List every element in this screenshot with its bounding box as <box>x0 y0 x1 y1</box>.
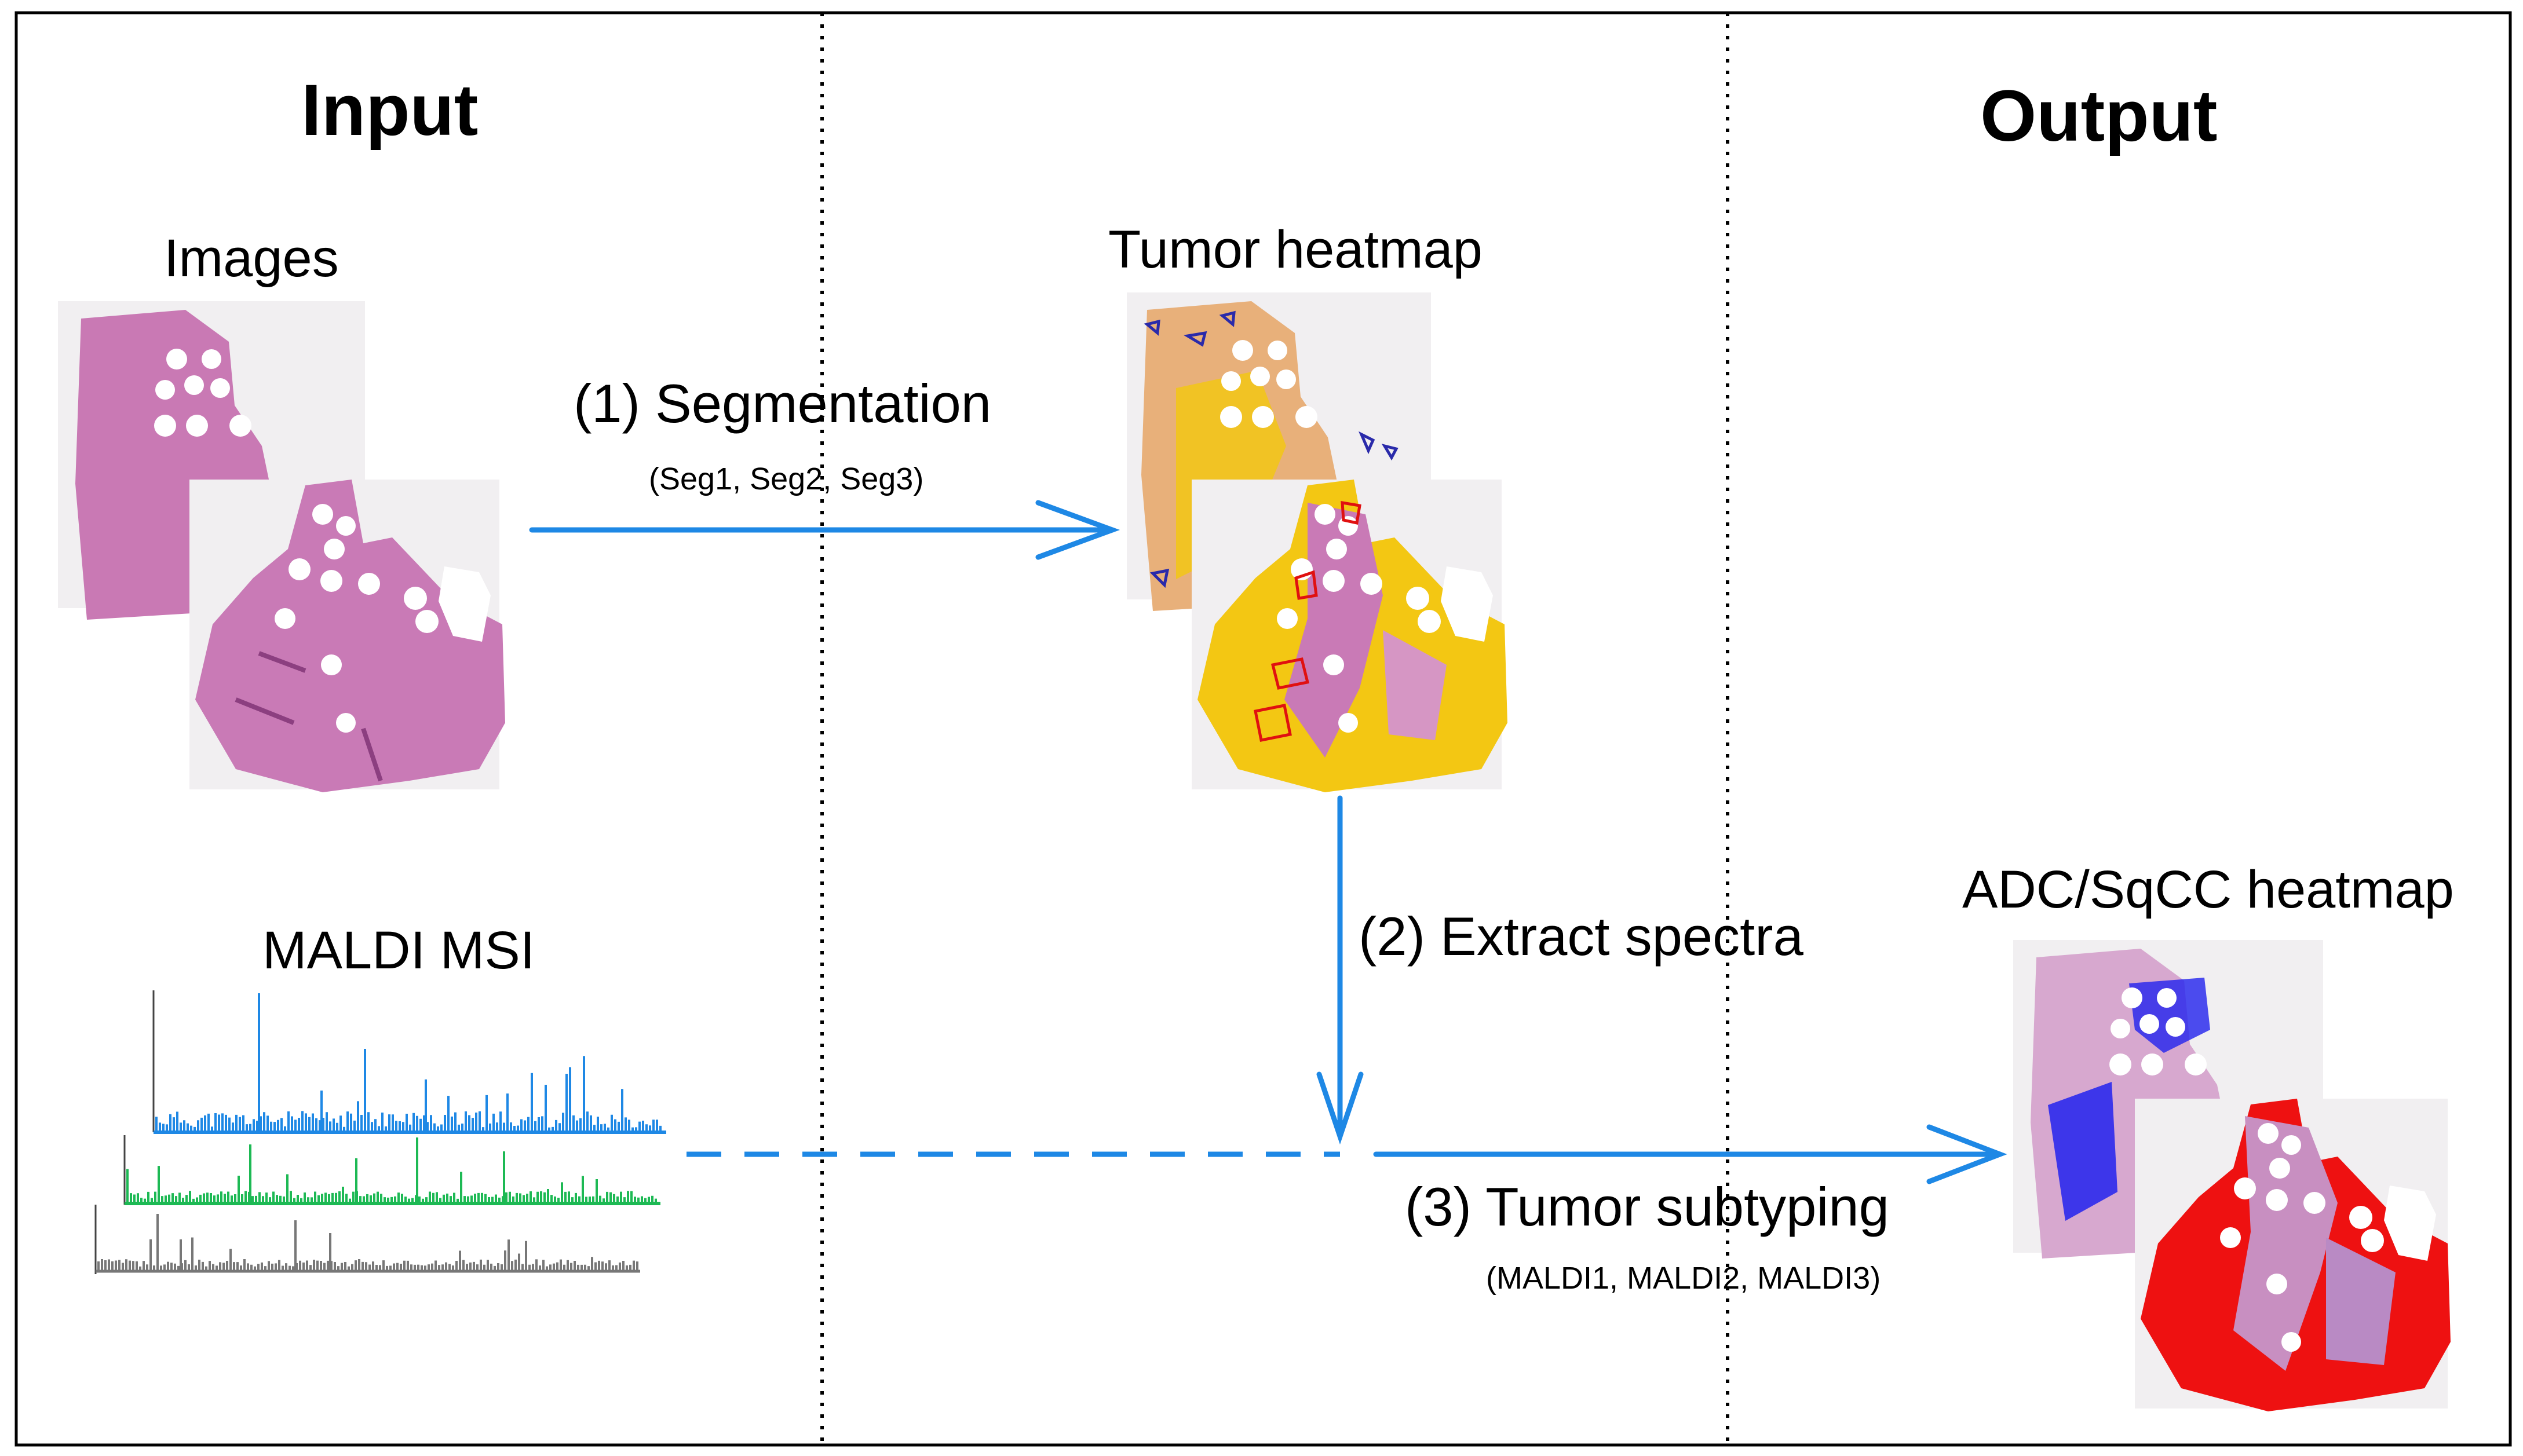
segmentation-step-title: (1) Segmentation <box>574 373 992 434</box>
adc-heatmap-front <box>2135 1099 2451 1411</box>
spectrum-green <box>123 1135 660 1205</box>
segmentation-step-detail: (Seg1, Seg2, Seg3) <box>649 462 924 496</box>
input-slide-front <box>189 480 505 792</box>
maldi-spectra <box>94 990 666 1274</box>
segmentation-arrow <box>529 500 1120 560</box>
extract-arrow <box>1316 795 1364 1145</box>
output-heading: Output <box>1980 76 2218 156</box>
input-heading: Input <box>301 70 479 151</box>
spectrum-gray <box>94 1205 640 1274</box>
maldi-msi-label: MALDI MSI <box>262 921 535 980</box>
subtyping-step-title: (3) Tumor subtyping <box>1405 1176 1889 1237</box>
tumor-heatmap-front <box>1192 480 1507 792</box>
tumor-heatmap-label: Tumor heatmap <box>1108 220 1483 279</box>
spectrum-blue <box>152 990 666 1134</box>
images-label: Images <box>164 229 339 288</box>
diagram-frame <box>14 11 2512 1447</box>
subtyping-step-detail: (MALDI1, MALDI2, MALDI3) <box>1486 1261 1881 1296</box>
subtyping-arrow <box>1373 1124 2007 1184</box>
extract-step-title: (2) Extract spectra <box>1359 906 1803 967</box>
adc-sqcc-heatmap-label: ADC/SqCC heatmap <box>1962 860 2454 919</box>
